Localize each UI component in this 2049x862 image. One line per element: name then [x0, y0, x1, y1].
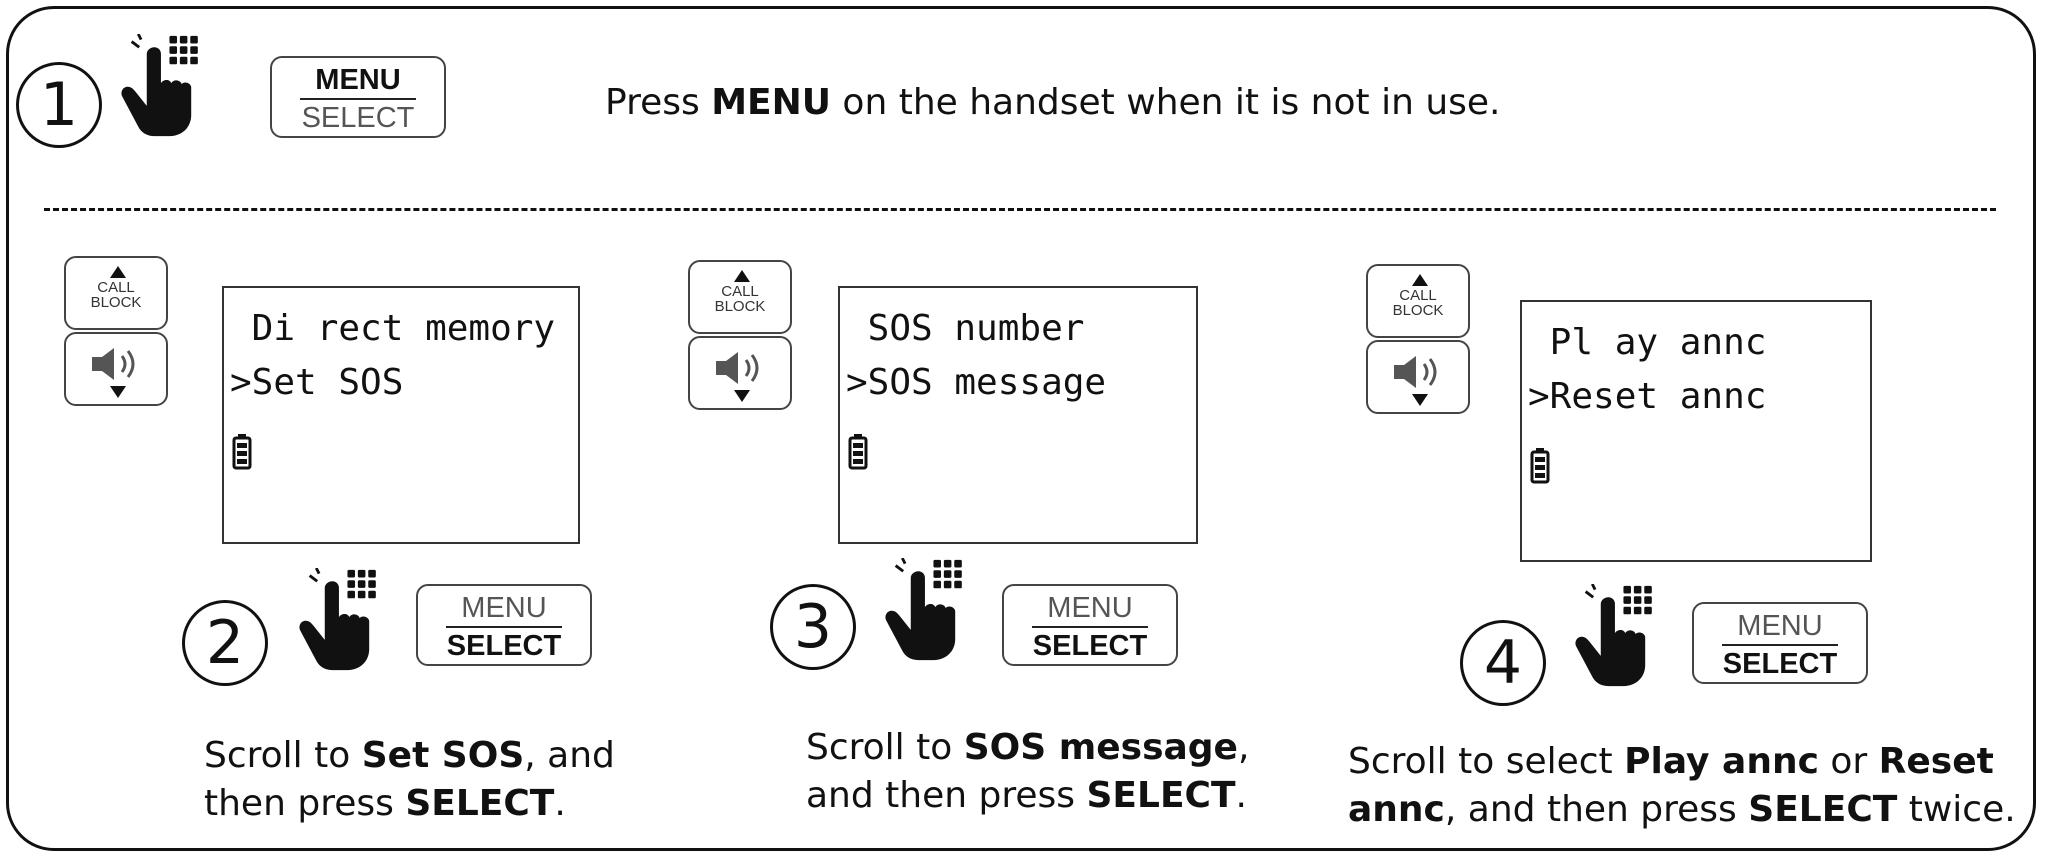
lcd-screen: Pl ay annc >Reset annc — [1520, 300, 1872, 562]
speaker-volume-icon — [1390, 352, 1450, 392]
instruction-bold-key: MENU — [711, 82, 831, 123]
key-divider — [1032, 626, 1148, 628]
instruction-frame — [6, 6, 2036, 851]
triangle-up-icon — [734, 270, 750, 282]
step-number-1: 1 — [16, 62, 102, 148]
triangle-down-icon — [110, 386, 126, 398]
screen-line-2-selected: >Set SOS — [230, 362, 404, 403]
key-top-label: MENU — [1047, 592, 1133, 624]
key-divider — [446, 626, 562, 628]
lcd-screen: Di rect memory >Set SOS — [222, 286, 580, 544]
instruction-text: on the handset when it is not in use. — [830, 82, 1501, 123]
key-bottom-label: SELECT — [1722, 648, 1838, 680]
menu-select-key: MENU SELECT — [1692, 602, 1868, 684]
screen-line-1: SOS number — [846, 308, 1085, 349]
step2-caption: Scroll to Set SOS, and then press SELECT… — [204, 735, 615, 824]
volume-down-key — [1366, 340, 1470, 414]
triangle-down-icon — [734, 390, 750, 402]
hand-press-icon — [112, 34, 208, 138]
step1-instruction: Press MENU on the handset when it is not… — [605, 82, 1501, 123]
key-bottom-label: SELECT — [446, 630, 562, 662]
hand-press-icon — [876, 558, 972, 662]
menu-select-key: MENU SELECT — [416, 584, 592, 666]
volume-down-key — [688, 336, 792, 410]
screen-line-2-selected: >SOS message — [846, 362, 1107, 403]
battery-icon — [232, 434, 252, 470]
section-divider — [44, 208, 1996, 211]
step-number-4: 4 — [1460, 620, 1546, 706]
volume-down-key — [64, 332, 168, 406]
menu-select-key: MENU SELECT — [270, 56, 446, 138]
key-bottom-label: SELECT — [301, 102, 415, 134]
step3-caption: Scroll to SOS message, and then press SE… — [806, 727, 1250, 816]
screen-line-1: Pl ay annc — [1528, 322, 1767, 363]
step-number-3: 3 — [770, 584, 856, 670]
triangle-down-icon — [1412, 394, 1428, 406]
screen-line-2-selected: >Reset annc — [1528, 376, 1767, 417]
key-bottom-label: SELECT — [1032, 630, 1148, 662]
lcd-screen: SOS number >SOS message — [838, 286, 1198, 544]
speaker-volume-icon — [712, 348, 772, 388]
menu-select-key: MENU SELECT — [1002, 584, 1178, 666]
key-divider — [300, 98, 416, 100]
hand-press-icon — [290, 568, 386, 672]
key-top-label: MENU — [315, 64, 401, 96]
key-divider — [1722, 644, 1838, 646]
step-number-2: 2 — [182, 600, 268, 686]
step4-caption: Scroll to select Play annc or Reset annc… — [1348, 741, 2016, 830]
triangle-up-icon — [1412, 274, 1428, 286]
battery-icon — [848, 434, 868, 470]
hand-press-icon — [1566, 584, 1662, 688]
key-top-label: MENU — [461, 592, 547, 624]
instruction-text: Press — [605, 82, 712, 123]
triangle-up-icon — [110, 266, 126, 278]
screen-line-1: Di rect memory — [230, 308, 556, 349]
key-top-label: MENU — [1737, 610, 1823, 642]
speaker-volume-icon — [88, 344, 148, 384]
battery-icon — [1530, 448, 1550, 484]
